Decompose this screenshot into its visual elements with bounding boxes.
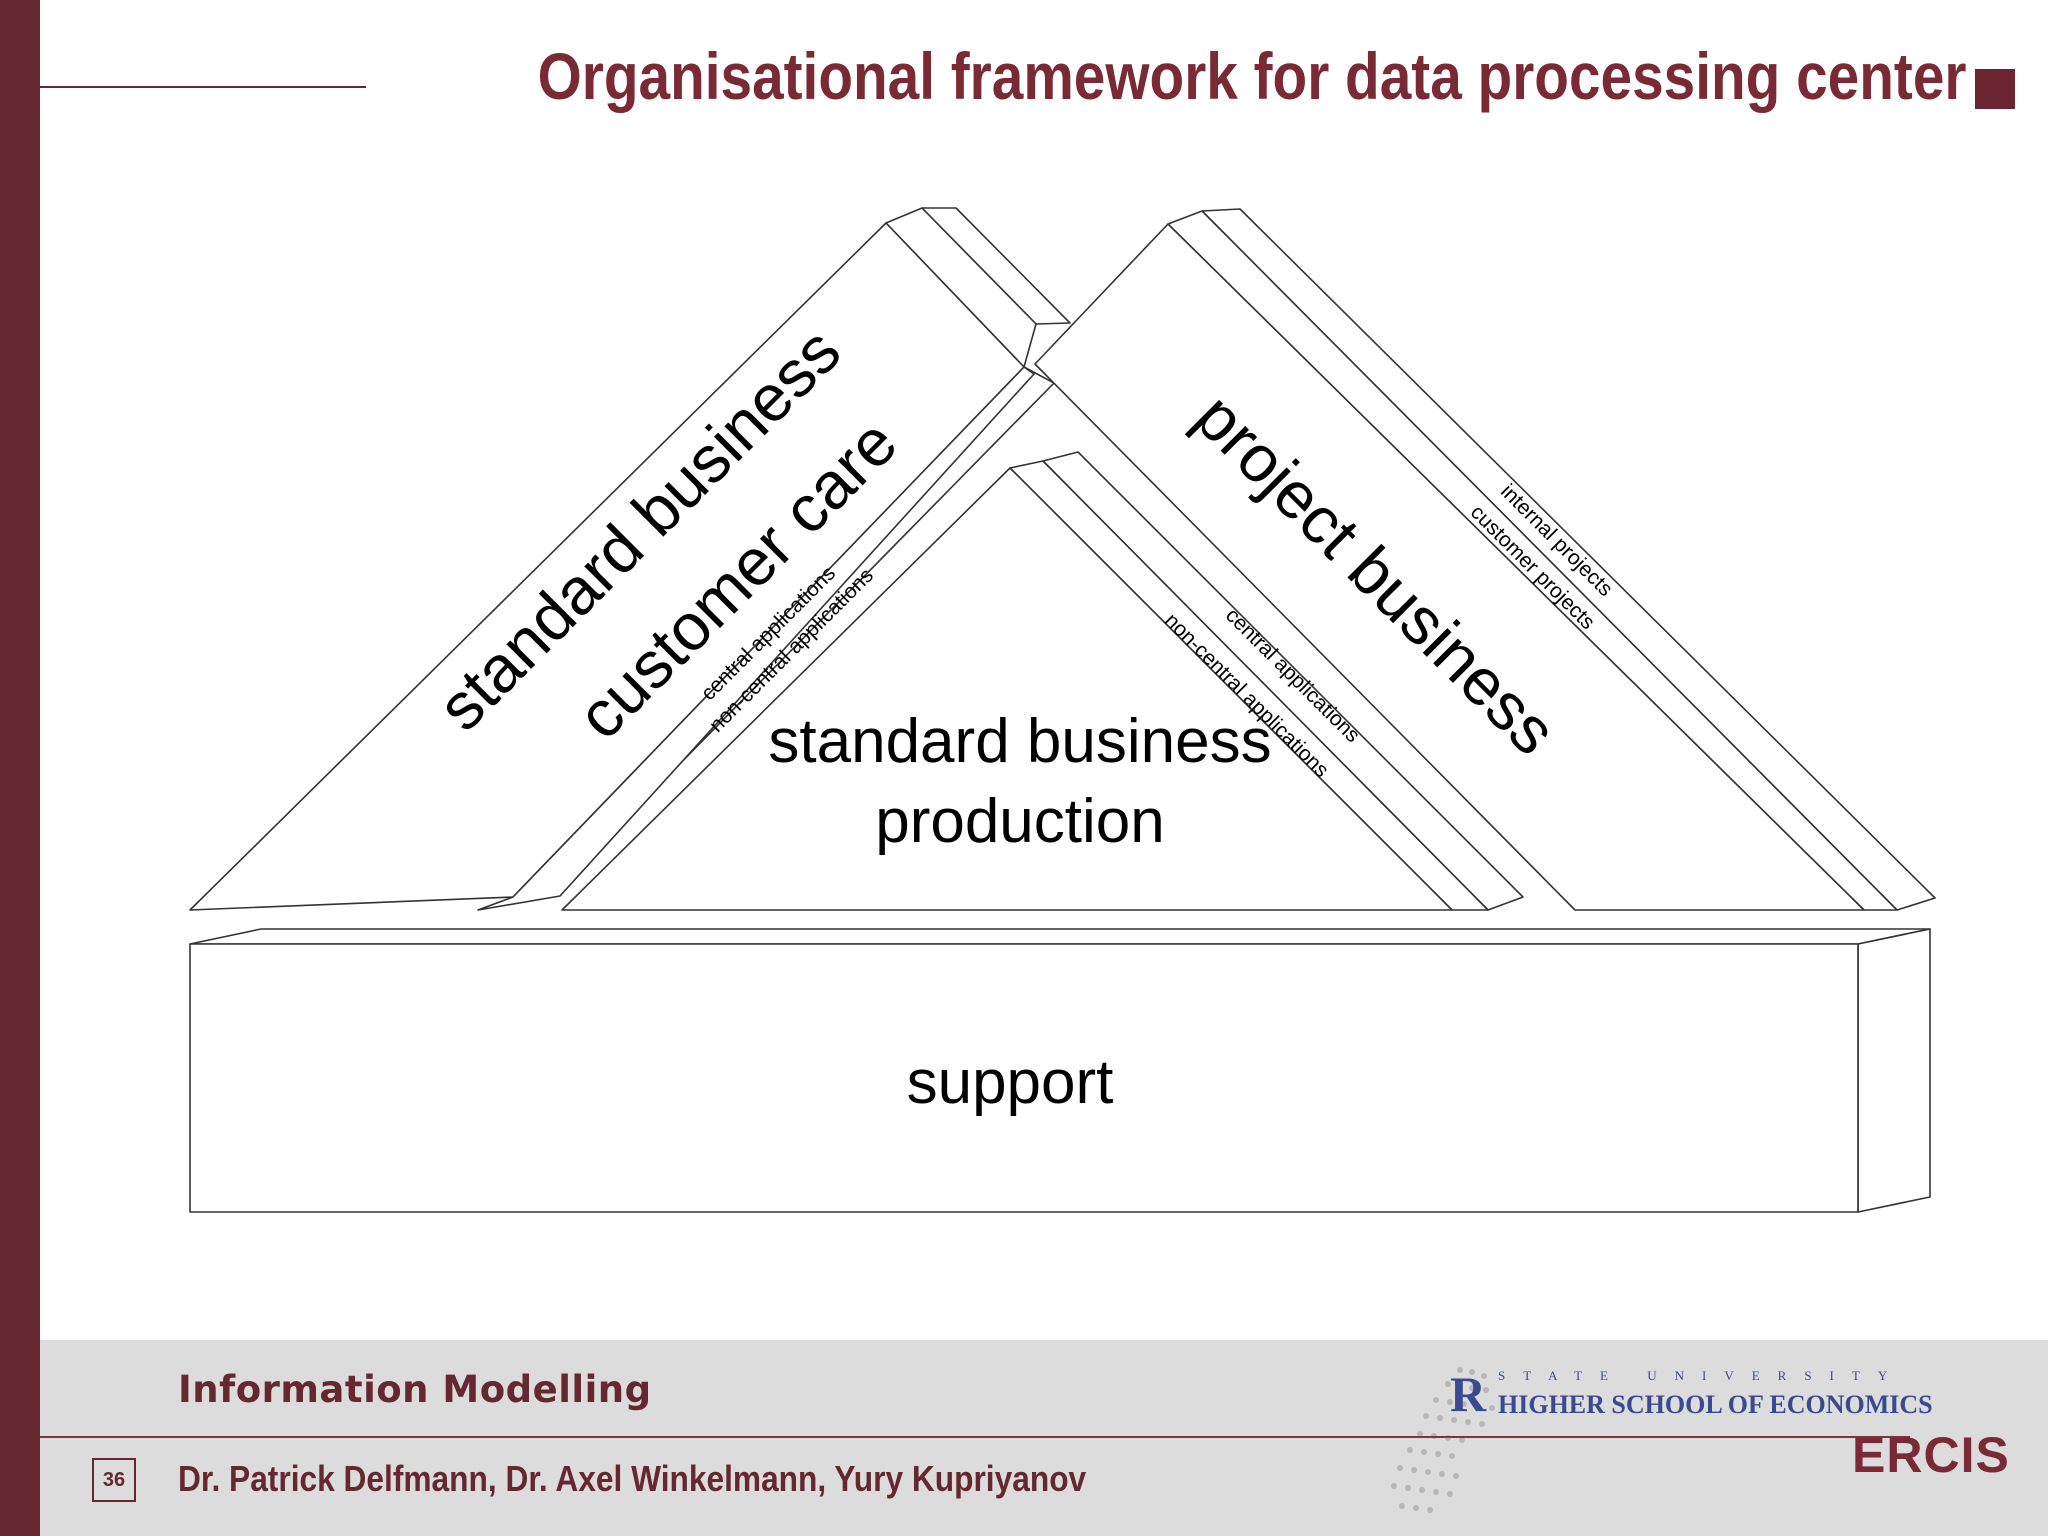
center-prism-label-2: production <box>875 787 1165 856</box>
hse-logo-mark-icon: R <box>1450 1366 1487 1422</box>
left-prism-shadow <box>477 366 1035 911</box>
course-name: Information Modelling <box>178 1368 652 1411</box>
footer-rule <box>40 1436 1910 1438</box>
base-block-front <box>189 943 1859 1213</box>
title-square-icon <box>1975 69 2015 109</box>
authors: Dr. Patrick Delfmann, Dr. Axel Winkelman… <box>178 1458 1087 1499</box>
title-rule <box>40 86 366 88</box>
center-prism-face <box>561 467 1453 911</box>
footer: Information Modelling 36 Dr. Patrick Del… <box>40 1340 2048 1536</box>
hse-logo-subtitle: STATE UNIVERSITY <box>1498 1368 1906 1383</box>
hse-logo-name: HIGHER SCHOOL OF ECONOMICS <box>1498 1390 1933 1419</box>
base-block-top <box>189 928 1931 945</box>
base-block-side <box>1857 928 1931 1213</box>
hse-logo: R STATE UNIVERSITY HIGHER SCHOOL OF ECON… <box>1450 1366 1933 1426</box>
page-number: 36 <box>92 1458 136 1502</box>
base-label: support <box>907 1048 1114 1117</box>
europe-dot-map-icon <box>1391 1367 1495 1513</box>
right-prism-face <box>1034 223 1865 911</box>
left-accent-bar <box>0 0 40 1536</box>
framework-diagram: standard business customer care central … <box>189 207 1936 1213</box>
ercis-logo: ERCIS <box>1852 1427 2010 1483</box>
center-prism-label-1: standard business <box>768 707 1271 776</box>
slide-title: Organisational framework for data proces… <box>537 39 1966 113</box>
